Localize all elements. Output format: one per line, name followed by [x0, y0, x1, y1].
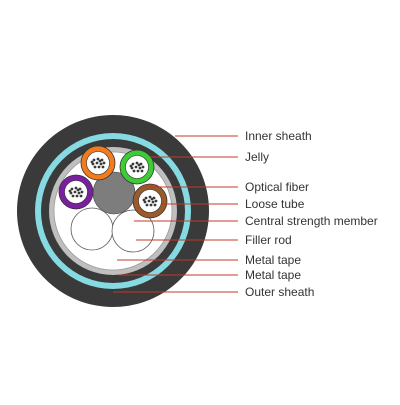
label-optical-fiber: Optical fiber [245, 180, 310, 194]
optical-fibers [142, 195, 158, 207]
filler-rod-left [70, 207, 114, 251]
label-central-strength-member: Central strength member [245, 214, 378, 228]
optical-fibers [129, 161, 145, 173]
label-metal-tape-1: Metal tape [245, 253, 302, 267]
loose-tube-green [119, 149, 155, 185]
label-filler-rod: Filler rod [245, 233, 292, 247]
label-jelly: Jelly [245, 150, 270, 164]
optical-fibers [68, 186, 84, 198]
label-outer-sheath: Outer sheath [245, 285, 315, 299]
loose-tube-purple [58, 174, 94, 210]
label-metal-tape-2: Metal tape [245, 268, 302, 282]
label-loose-tube: Loose tube [245, 197, 305, 211]
label-inner-sheath: Inner sheath [245, 129, 312, 143]
loose-tube-orange [80, 145, 116, 181]
leader-lines [113, 135, 238, 293]
optical-fibers [90, 157, 106, 169]
loose-tubes [58, 145, 168, 219]
loose-tube-brown [132, 183, 168, 219]
